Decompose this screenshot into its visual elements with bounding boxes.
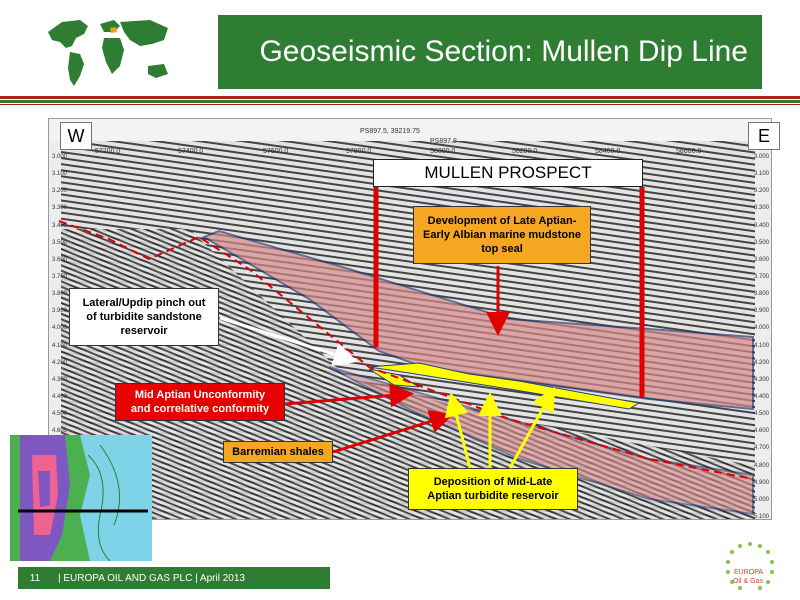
europa-logo-icon (726, 542, 774, 590)
mullen-prospect-label: MULLEN PROSPECT (373, 159, 643, 187)
depth-tick: 4.100 (52, 343, 68, 349)
depth-tick: 4.400 (52, 394, 68, 400)
coord-tick: 57800.0 (346, 148, 372, 155)
depth-tick: 5.100 (754, 514, 770, 520)
depth-tick: 4.100 (754, 343, 770, 349)
pinch-line: reservoir (120, 325, 168, 337)
unconformity-callout: Mid Aptian Unconformity and correlative … (115, 383, 285, 421)
depth-tick: 4.000 (754, 325, 770, 331)
seal-line: Development of Late Aptian- (427, 215, 577, 227)
depth-tick: 3.200 (52, 188, 68, 194)
depth-tick: 3.900 (754, 308, 770, 314)
depth-tick: 3.100 (754, 171, 770, 177)
footer-bar: 11 | EUROPA OIL AND GAS PLC | April 2013 (18, 567, 330, 589)
depth-tick: 3.000 (754, 154, 770, 160)
depth-tick: 4.400 (754, 394, 770, 400)
world-map-logo (48, 14, 168, 86)
trace-marker: PS897.8 (430, 138, 457, 145)
depth-tick: 4.900 (754, 480, 770, 486)
title-bar (218, 15, 762, 89)
barremian-callout: Barremian shales (223, 441, 333, 463)
depth-tick: 3.500 (754, 240, 770, 246)
slide-title: Geoseismic Section: Mullen Dip Line (259, 35, 748, 68)
seal-line: Early Albian marine mudstone (423, 229, 581, 241)
depth-tick: 3.700 (52, 274, 68, 280)
depth-tick: 4.600 (754, 428, 770, 434)
depth-tick: 3.600 (52, 257, 68, 263)
trace-marker: PS897.5, 39219.75 (360, 128, 420, 135)
depth-tick: 4.300 (52, 377, 68, 383)
unconformity-line: Mid Aptian Unconformity (134, 389, 266, 401)
seal-line: top seal (481, 243, 523, 255)
east-label: E (748, 122, 780, 150)
turbidite-line: Aptian turbidite reservoir (427, 490, 559, 502)
depth-tick: 4.500 (754, 411, 770, 417)
coord-tick: 57400.0 (178, 148, 204, 155)
coord-tick: 58000.0 (430, 148, 456, 155)
depth-tick: 3.300 (754, 205, 770, 211)
depth-tick: 3.800 (754, 291, 770, 297)
coord-tick: 57200.0 (95, 148, 121, 155)
depth-tick: 4.300 (754, 377, 770, 383)
seal-callout: Development of Late Aptian- Early Albian… (413, 206, 591, 264)
turbidite-line: Deposition of Mid-Late (433, 476, 553, 488)
depth-tick: 4.000 (52, 325, 68, 331)
unconformity-line: and correlative conformity (130, 403, 270, 415)
coord-tick: 58400.0 (595, 148, 621, 155)
header-rule-green (0, 100, 800, 103)
depth-tick: 3.100 (52, 171, 68, 177)
depth-tick: 3.400 (754, 223, 770, 229)
turbidite-callout: Deposition of Mid-Late Aptian turbidite … (408, 468, 578, 510)
logo-line-1: EUROPA (734, 569, 764, 576)
depth-tick: 3.300 (52, 205, 68, 211)
depth-tick: 3.400 (52, 223, 68, 229)
depth-tick: 3.500 (52, 240, 68, 246)
inset-map (10, 435, 152, 561)
logo-line-2: Oil & Gas (733, 578, 763, 585)
coord-tick: 58600.0 (676, 148, 702, 155)
depth-tick: 5.000 (754, 497, 770, 503)
depth-tick: 3.000 (52, 154, 68, 160)
depth-tick: 4.800 (754, 463, 770, 469)
depth-tick: 3.900 (52, 308, 68, 314)
depth-tick: 3.800 (52, 291, 68, 297)
depth-tick: 4.200 (754, 360, 770, 366)
coord-tick: 58200.0 (512, 148, 538, 155)
depth-tick: 4.200 (52, 360, 68, 366)
footer-text: | EUROPA OIL AND GAS PLC | April 2013 (58, 572, 245, 584)
pinch-line: of turbidite sandstone (86, 311, 202, 323)
depth-tick: 4.600 (52, 428, 68, 434)
pinch-out-callout: Lateral/Updip pinch out of turbidite san… (69, 288, 219, 346)
header-rule-red-thin (0, 104, 800, 105)
west-label: W (60, 122, 92, 150)
depth-tick: 3.200 (754, 188, 770, 194)
page-number: 11 (29, 572, 41, 584)
coord-tick: 57600.0 (263, 148, 289, 155)
pinch-line: Lateral/Updip pinch out (82, 297, 206, 309)
header-rule-red (0, 96, 800, 99)
depth-tick: 3.600 (754, 257, 770, 263)
depth-tick: 4.700 (754, 445, 770, 451)
depth-tick: 4.500 (52, 411, 68, 417)
depth-axis-right: 3.000 3.100 3.200 3.300 3.400 3.500 3.600 3.700… (752, 154, 778, 520)
depth-tick: 3.700 (754, 274, 770, 280)
